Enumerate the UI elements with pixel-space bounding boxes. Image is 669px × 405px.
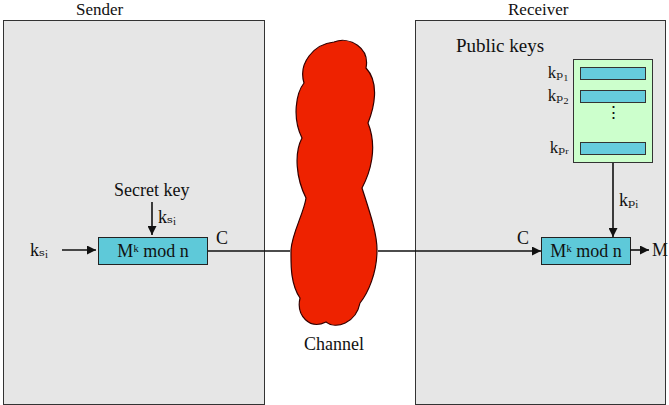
- panel-title: Sender: [76, 0, 123, 20]
- edge-label: kₚᵢ: [619, 190, 638, 210]
- function-label: Mᵏ mod n: [542, 241, 630, 261]
- public-key-store: kₚ₁ kₚ₂⋮kₚᵣ: [523, 59, 653, 163]
- ellipsis-dots: ⋮: [573, 103, 653, 123]
- key-name: kₚ₂: [523, 86, 569, 106]
- cloud-shape: [290, 38, 378, 330]
- sender-panel: SenderMᵏ mod n: [3, 20, 265, 405]
- edge-label: C: [216, 228, 228, 248]
- cloud-outline: [291, 40, 377, 325]
- secret-key-label: Secret key: [114, 180, 189, 200]
- key-slot: [580, 67, 646, 80]
- panel-title: Receiver: [508, 0, 568, 20]
- key-symbol: kₛᵢ: [30, 240, 48, 260]
- key-name: kₚ₁: [523, 63, 569, 83]
- key-slot: [580, 142, 646, 155]
- output-symbol: M: [652, 240, 668, 260]
- channel-cloud: Channel: [290, 38, 378, 330]
- receiver-panel: ReceiverPublic keyskₚ₁kₚ₂⋮kₚᵣMᵏ mod n: [415, 20, 666, 405]
- channel-label: Channel: [270, 334, 398, 354]
- decrypt-box: Mᵏ mod n: [541, 237, 631, 265]
- key-symbol: kₛᵢ: [158, 207, 176, 227]
- encrypt-box: Mᵏ mod n: [98, 237, 208, 265]
- edge-label: C: [517, 228, 529, 248]
- function-label: Mᵏ mod n: [99, 241, 207, 261]
- key-name: kₚᵣ: [523, 138, 569, 158]
- key-slot: [580, 90, 646, 103]
- panel-heading: Public keys: [456, 35, 544, 57]
